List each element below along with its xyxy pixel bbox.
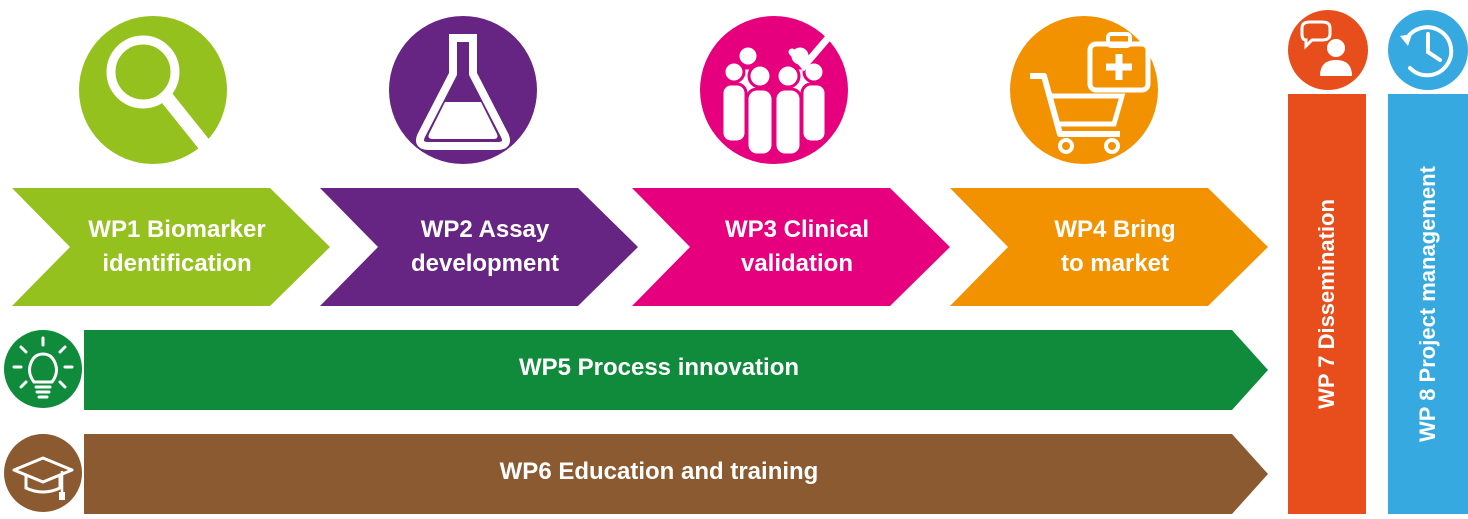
- wp6-label: WP6 Education and training: [499, 458, 819, 485]
- magnifier-icon: [106, 35, 214, 155]
- wp3-chevron: WP3 Clinical validation: [632, 188, 950, 306]
- wp1-label: WP1 Biomarker identification: [52, 213, 302, 281]
- wp2-chevron: WP2 Assay development: [320, 188, 638, 306]
- user-speech-icon: [1300, 20, 1352, 76]
- wp4-chevron: WP4 Bring to market: [950, 188, 1268, 306]
- wp1-label-line2: identification: [102, 250, 252, 277]
- wp4-icon-circle: [1010, 16, 1158, 164]
- wp6-bar: WP6 Education and training: [84, 434, 1268, 514]
- wp2-label: WP2 Assay development: [360, 213, 610, 281]
- wp1-label-line1: WP1 Biomarker: [88, 216, 266, 243]
- wp7-label: WP 7 Dissemination: [1314, 199, 1339, 409]
- wp7-icon-circle: [1288, 10, 1368, 90]
- wp3-label-line2: validation: [740, 250, 854, 277]
- wp2-icon-circle: [389, 16, 537, 164]
- wp4-label-line2: to market: [1060, 250, 1170, 277]
- wp3-label-line1: WP3 Clinical: [724, 216, 870, 243]
- wp2-label-line1: WP2 Assay: [420, 216, 550, 243]
- wp7-bar: WP 7 Dissemination: [1288, 94, 1366, 514]
- wp8-label: WP 8 Project management: [1415, 166, 1440, 442]
- wp5-bar: WP5 Process innovation: [84, 330, 1268, 410]
- people-check-icon: [720, 34, 832, 157]
- wp2-label-line2: development: [410, 250, 560, 277]
- wp5-icon-circle: [4, 330, 82, 408]
- wp6-icon-circle: [4, 434, 82, 512]
- wp8-icon-circle: [1388, 10, 1468, 90]
- flask-icon: [416, 34, 510, 150]
- wp8-bar: WP 8 Project management: [1388, 94, 1468, 514]
- wp3-icon-circle: [700, 16, 848, 164]
- lightbulb-icon: [12, 336, 74, 399]
- wp1-icon-circle: [79, 16, 227, 164]
- wp5-label: WP5 Process innovation: [518, 354, 800, 381]
- cart-medkit-icon: [1030, 32, 1151, 154]
- clock-icon: [1400, 25, 1454, 78]
- wp4-label: WP4 Bring to market: [990, 213, 1240, 281]
- graduation-cap-icon: [12, 456, 74, 500]
- wp3-label: WP3 Clinical validation: [672, 213, 922, 281]
- wp1-chevron: WP1 Biomarker identification: [12, 188, 330, 306]
- wp4-label-line1: WP4 Bring: [1054, 216, 1176, 243]
